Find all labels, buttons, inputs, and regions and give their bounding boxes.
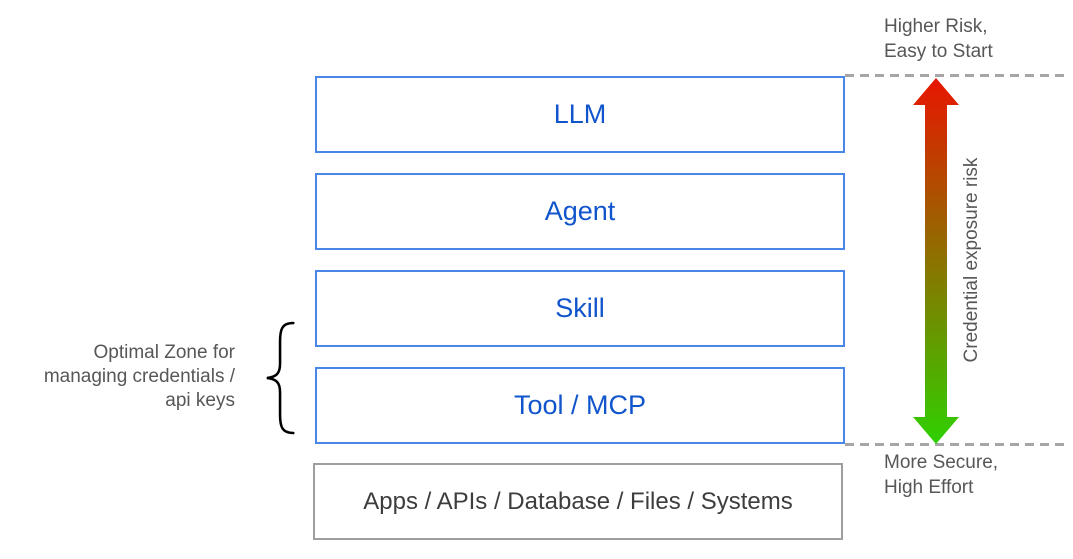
layer-label-agent: Agent	[544, 196, 616, 226]
base-box-systems: Apps / APIs / Database / Files / Systems	[313, 463, 843, 540]
base-label: Apps / APIs / Database / Files / Systems	[363, 487, 793, 515]
higher-risk-line-1: Higher Risk,	[884, 16, 988, 37]
optimal-zone-line-1: Optimal Zone for	[93, 342, 236, 363]
more-secure-line-1: More Secure,	[884, 452, 999, 473]
more-secure-label: More Secure, High Effort	[884, 450, 998, 500]
credential-risk-axis-label: Credential exposure risk	[961, 157, 982, 363]
layer-label-skill: Skill	[555, 293, 605, 323]
optimal-zone-line-3: api keys	[165, 390, 235, 411]
layer-box-tool-mcp: Tool / MCP	[315, 367, 845, 444]
optimal-zone-line-2: managing credentials /	[43, 366, 235, 387]
risk-gradient-arrow-icon	[910, 78, 962, 444]
bottom-dashed-line	[845, 443, 1064, 446]
higher-risk-line-2: Easy to Start	[884, 41, 993, 62]
layer-label-llm: LLM	[553, 99, 607, 129]
layer-box-llm: LLM	[315, 76, 845, 153]
more-secure-line-2: High Effort	[884, 477, 974, 498]
layer-label-tool-mcp: Tool / MCP	[513, 390, 647, 420]
layer-box-agent: Agent	[315, 173, 845, 250]
higher-risk-label: Higher Risk, Easy to Start	[884, 14, 993, 64]
layer-box-skill: Skill	[315, 270, 845, 347]
curly-brace-icon	[258, 321, 296, 435]
top-dashed-line	[845, 74, 1064, 77]
optimal-zone-label: Optimal Zone for managing credentials / …	[0, 341, 235, 413]
